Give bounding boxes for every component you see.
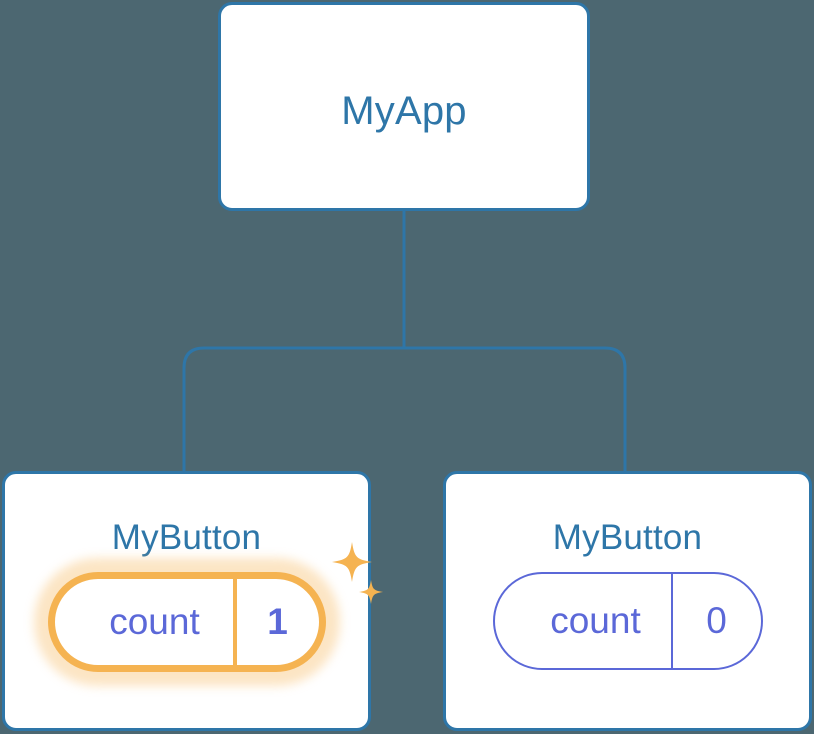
connector-child-bus: [182, 346, 627, 471]
sparkle-small-icon: [358, 580, 383, 604]
component-node-mybutton-2[interactable]: MyButton count 0: [443, 471, 812, 731]
state-pill-container: count 0: [492, 572, 763, 670]
component-title: MyButton: [111, 518, 262, 557]
component-node-mybutton-1[interactable]: MyButton count 1: [2, 471, 383, 731]
component-title: MyButton: [552, 518, 703, 557]
state-key: count: [495, 574, 673, 668]
state-value: 0: [706, 600, 727, 641]
component-title: MyApp: [341, 89, 467, 133]
state-pill-count[interactable]: count 0: [492, 572, 763, 670]
state-pill-container: count 1: [33, 542, 383, 686]
state-key: count: [55, 579, 237, 665]
component-node-myapp[interactable]: MyApp: [218, 2, 590, 211]
state-pill-count-updated[interactable]: count 1: [47, 572, 326, 672]
state-value: 1: [267, 601, 288, 642]
